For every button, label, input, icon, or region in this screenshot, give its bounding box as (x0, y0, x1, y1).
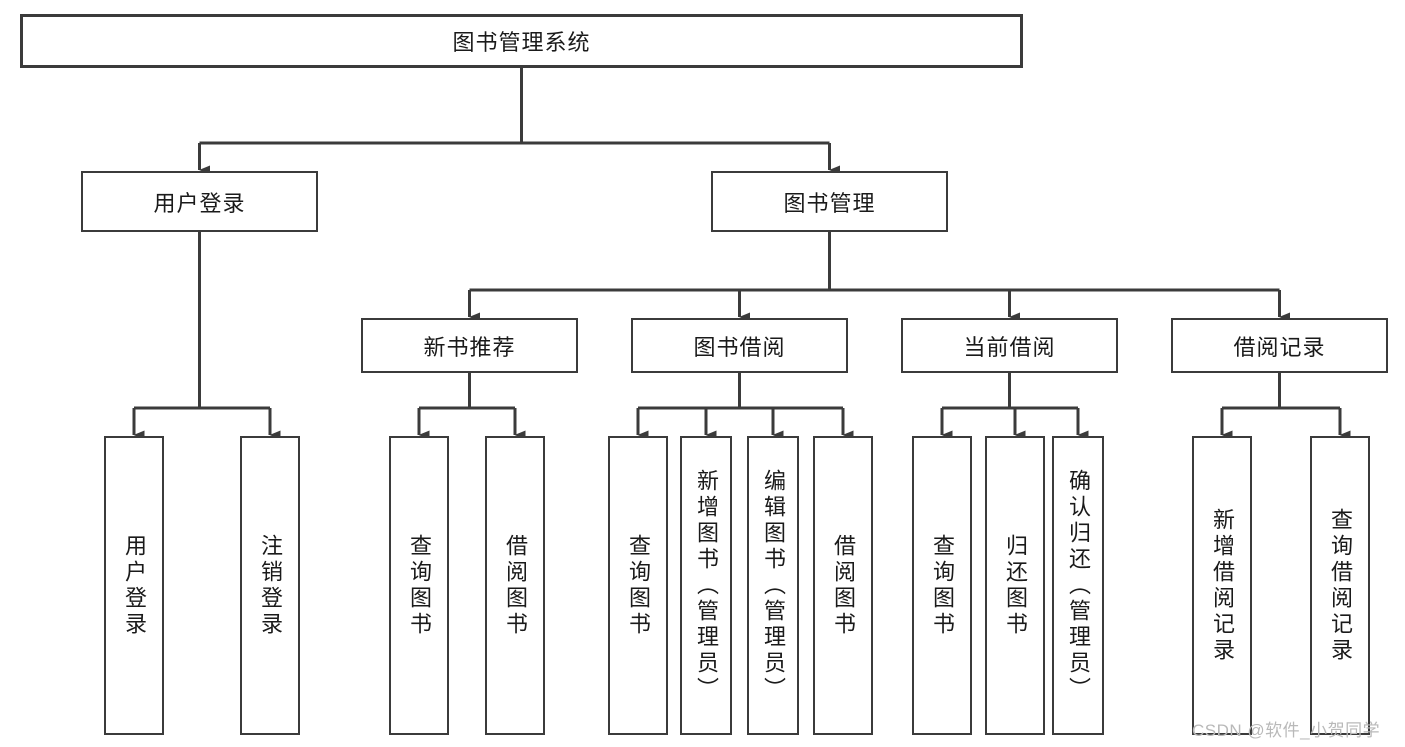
node-leaf_query_record[interactable]: 查询借阅记录 (1310, 436, 1370, 735)
node-book_borrow[interactable]: 图书借阅 (631, 318, 848, 373)
node-label: 图书管理 (783, 190, 876, 216)
node-leaf_borrow_book_1[interactable]: 借阅图书 (485, 436, 545, 735)
node-label: 图书管理系统 (452, 30, 591, 55)
node-leaf_add_record[interactable]: 新增借阅记录 (1192, 436, 1252, 735)
node-new_book_rec[interactable]: 新书推荐 (361, 318, 578, 373)
node-label: 用户登录 (122, 533, 147, 638)
node-label: 新增借阅记录 (1210, 507, 1235, 664)
node-label: 查询图书 (626, 533, 651, 638)
node-leaf_query_book_3[interactable]: 查询图书 (912, 436, 972, 735)
node-user_login[interactable]: 用户登录 (81, 171, 318, 232)
node-borrow_record[interactable]: 借阅记录 (1171, 318, 1388, 373)
node-label: 新增图书（管理员） (694, 468, 719, 703)
node-label: 确认归还（管理员） (1066, 468, 1091, 703)
node-label: 注销登录 (258, 533, 283, 638)
node-leaf_edit_book[interactable]: 编辑图书（管理员） (747, 436, 799, 735)
node-leaf_query_book_1[interactable]: 查询图书 (389, 436, 449, 735)
node-label: 编辑图书（管理员） (761, 468, 786, 703)
node-leaf_user_login[interactable]: 用户登录 (104, 436, 164, 735)
csdn-watermark: CSDN @软件_小贺同学 (1192, 721, 1381, 740)
node-leaf_add_book[interactable]: 新增图书（管理员） (680, 436, 732, 735)
node-label: 借阅图书 (831, 533, 856, 638)
node-label: 借阅记录 (1233, 334, 1326, 360)
node-leaf_return_book[interactable]: 归还图书 (985, 436, 1045, 735)
node-label: 当前借阅 (963, 334, 1056, 360)
node-leaf_query_book_2[interactable]: 查询图书 (608, 436, 668, 735)
node-label: 查询图书 (930, 533, 955, 638)
node-label: 归还图书 (1003, 533, 1028, 638)
node-label: 查询借阅记录 (1328, 507, 1353, 664)
node-root[interactable]: 图书管理系统 (20, 14, 1023, 68)
node-label: 借阅图书 (503, 533, 528, 638)
node-leaf_user_logout[interactable]: 注销登录 (240, 436, 300, 735)
node-label: 新书推荐 (423, 334, 516, 360)
node-label: 用户登录 (153, 190, 246, 216)
node-label: 查询图书 (407, 533, 432, 638)
node-current_borrow[interactable]: 当前借阅 (901, 318, 1118, 373)
node-leaf_confirm_return[interactable]: 确认归还（管理员） (1052, 436, 1104, 735)
node-label: 图书借阅 (693, 334, 786, 360)
node-leaf_borrow_book_2[interactable]: 借阅图书 (813, 436, 873, 735)
node-book_mgmt[interactable]: 图书管理 (711, 171, 948, 232)
